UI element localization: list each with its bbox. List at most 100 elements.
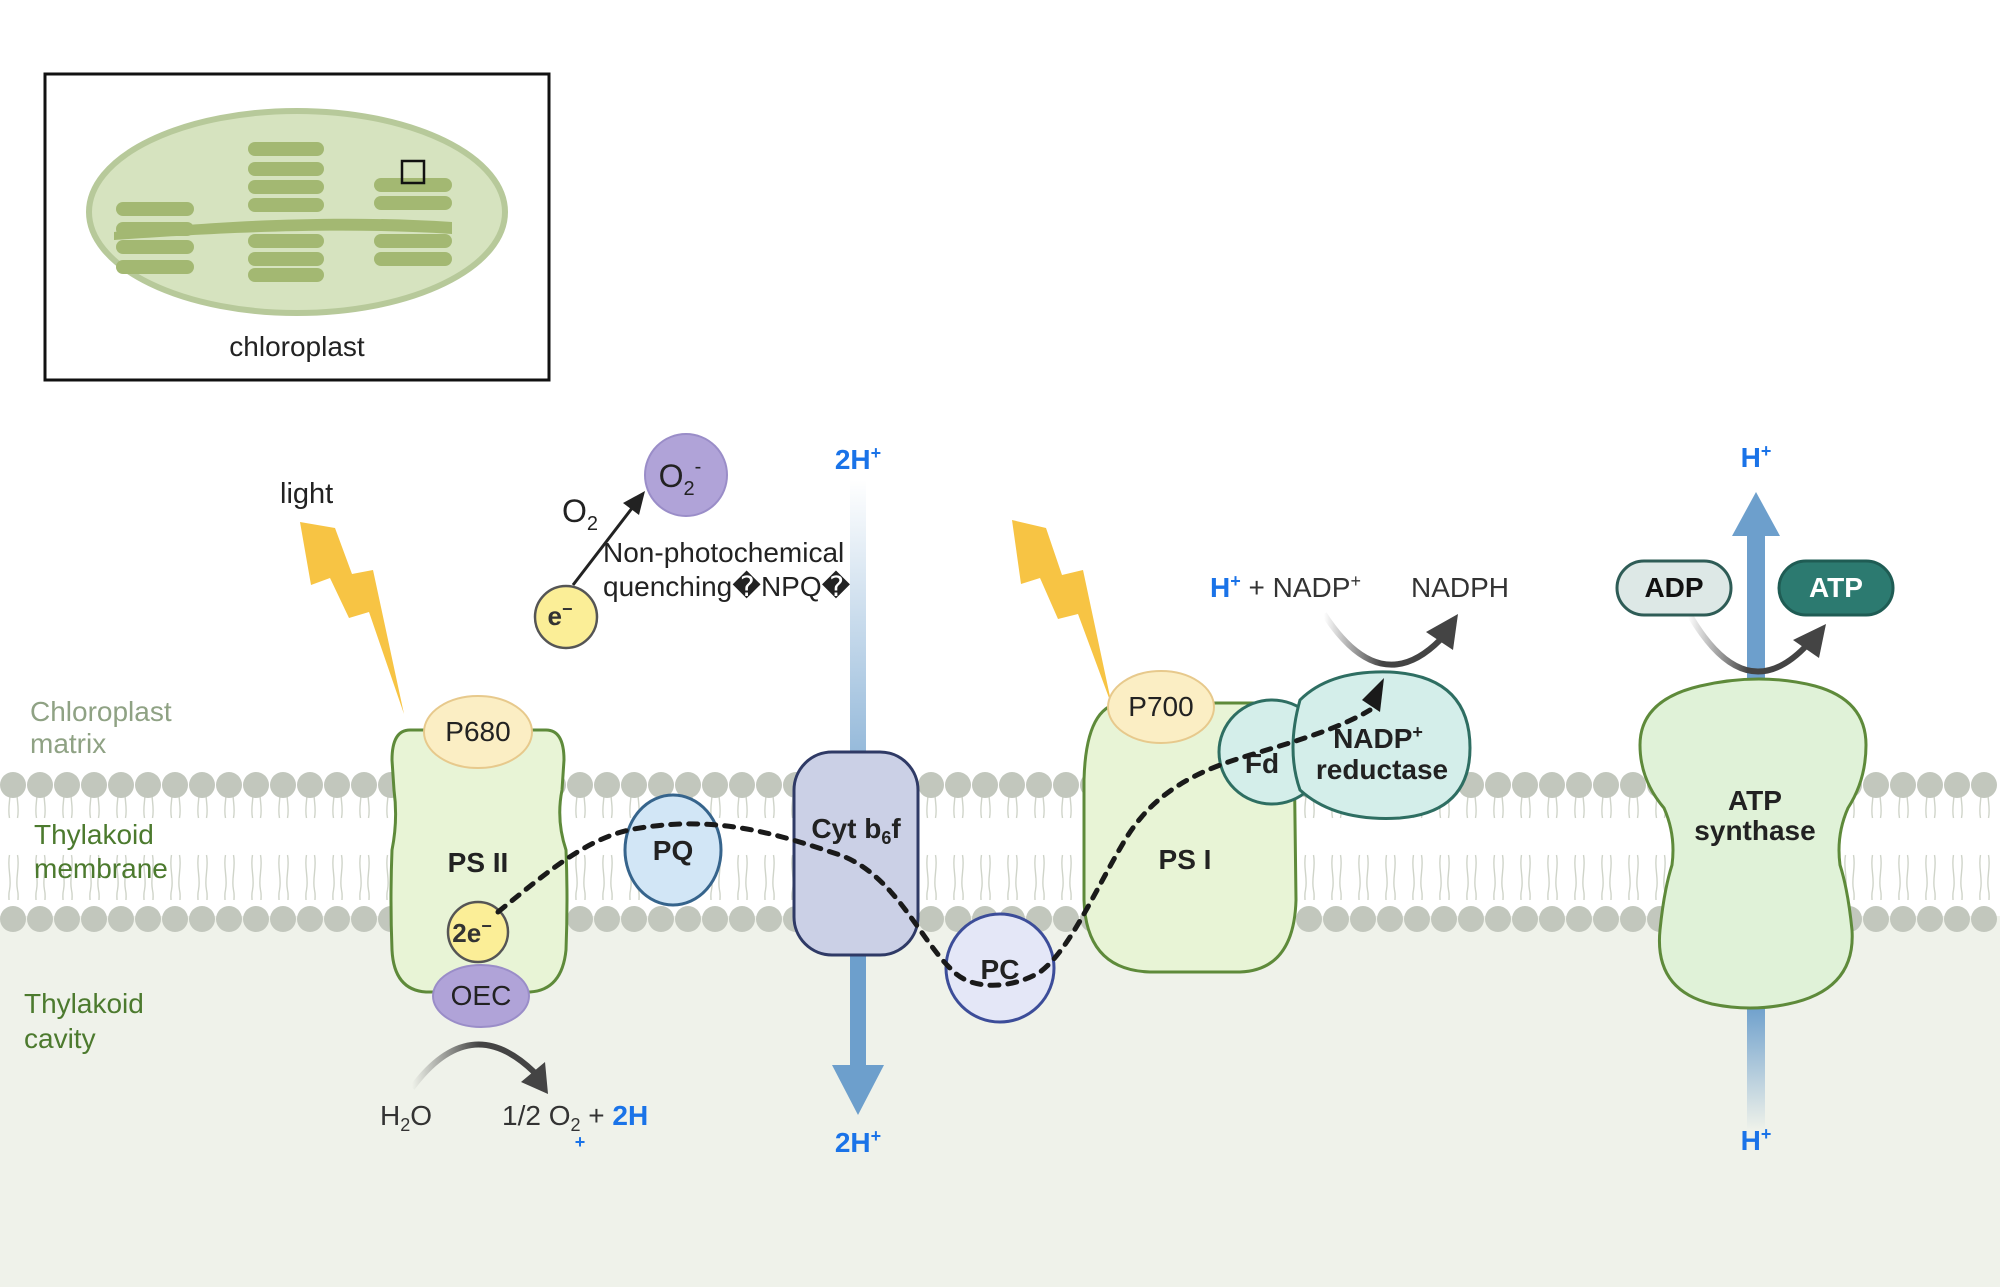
lipid-head	[1944, 906, 1970, 932]
water-label: H2O	[380, 1100, 432, 1135]
lipid-head	[1026, 772, 1052, 798]
arrowhead-icon	[1362, 678, 1384, 712]
arrowhead-icon	[623, 491, 645, 515]
npq-electron-label: e−	[548, 599, 573, 631]
p680-label: P680	[445, 716, 510, 747]
cyt-proton-top: 2H+	[835, 443, 881, 475]
lipid-head	[756, 906, 782, 932]
ps2-label: PS II	[448, 847, 509, 878]
atp-synthase-body	[1638, 677, 1868, 1010]
lipid-head	[1890, 772, 1916, 798]
lipid-head	[1296, 906, 1322, 932]
lipid-head	[729, 772, 755, 798]
lipid-head	[1620, 772, 1646, 798]
lipid-head	[1890, 906, 1916, 932]
lipid-head	[270, 906, 296, 932]
lipid-head	[108, 906, 134, 932]
superoxide-label: O2-	[659, 456, 702, 500]
plastocyanin: PC	[944, 912, 1056, 1024]
nadph-reaction: H+ + NADP+ NADPH	[1210, 571, 1509, 668]
lipid-head	[945, 772, 971, 798]
lipid-head	[675, 772, 701, 798]
lipid-head	[756, 772, 782, 798]
region-labels: Chloroplast matrix Thylakoid membrane Th…	[24, 696, 172, 1054]
fnr-label-line2: reductase	[1316, 754, 1448, 785]
cyt-body	[792, 750, 920, 957]
arrowhead-icon	[1793, 624, 1826, 658]
lipid-head	[243, 906, 269, 932]
pq-label: PQ	[653, 835, 693, 866]
arrowhead-icon	[1426, 614, 1458, 650]
light-label: light	[280, 478, 333, 510]
fnr-label-line1: NADP+	[1333, 722, 1423, 754]
o2-label: O2	[562, 493, 598, 535]
lipid-head	[27, 906, 53, 932]
lipid-head	[621, 906, 647, 932]
lipid-head	[270, 772, 296, 798]
lipid-head	[81, 906, 107, 932]
lipid-head	[1485, 906, 1511, 932]
lipid-head	[108, 772, 134, 798]
cavity-label-line2: cavity	[24, 1023, 96, 1054]
lipid-head	[1404, 906, 1430, 932]
lipid-head	[1593, 772, 1619, 798]
atp-synthase: ATP synthase H+ H+ ADP ATP	[1615, 441, 1895, 1156]
lipid-head	[1539, 906, 1565, 932]
nadph-product: NADPH	[1411, 572, 1509, 603]
cavity-label-line1: Thylakoid	[24, 988, 144, 1019]
lipid-head	[648, 906, 674, 932]
atp-synthase-proton-arrow	[1732, 492, 1780, 1130]
lipid-head	[1566, 906, 1592, 932]
lipid-head	[27, 772, 53, 798]
lipid-head	[972, 772, 998, 798]
lipid-head	[54, 906, 80, 932]
lipid-head	[1053, 772, 1079, 798]
lipid-head	[1458, 906, 1484, 932]
membrane-label-line2: membrane	[34, 853, 168, 884]
lipid-head	[1350, 906, 1376, 932]
electron-transport-path	[495, 707, 1373, 988]
npq-label-line1: Non-photochemical	[603, 537, 844, 568]
lipid-head	[216, 772, 242, 798]
lipid-head	[999, 772, 1025, 798]
lipid-head	[1431, 906, 1457, 932]
lipid-head	[594, 906, 620, 932]
lipid-head	[1917, 906, 1943, 932]
cytochrome-b6f: Cyt b6f 2H+ 2H+	[792, 443, 920, 1158]
lipid-head	[54, 772, 80, 798]
zoom-marker	[400, 159, 426, 185]
cyt-label: Cyt b6f	[811, 813, 901, 848]
lipid-head	[1323, 906, 1349, 932]
lipid-head	[918, 772, 944, 798]
water-arc-arrow	[409, 1041, 537, 1090]
lipid-head	[1377, 906, 1403, 932]
adp-label: ADP	[1644, 572, 1703, 603]
lipid-head	[1485, 772, 1511, 798]
p700-badge	[1107, 670, 1215, 744]
non-photochemical-quenching: e− O2 O2- Non-photochemical quenching�NP…	[533, 433, 851, 650]
lipid-head	[135, 772, 161, 798]
lipid-head	[351, 906, 377, 932]
lipid-head	[1863, 772, 1889, 798]
nadp-reactants: H+ + NADP+	[1210, 571, 1361, 603]
lipid-head	[1053, 906, 1079, 932]
lipid-head	[216, 906, 242, 932]
inset-label: chloroplast	[229, 331, 365, 362]
oec-badge	[432, 964, 530, 1028]
npq-label-line2: quenching�NPQ�	[603, 570, 851, 602]
lipid-head	[0, 772, 26, 798]
lipid-head	[297, 772, 323, 798]
atp-proton-bottom: H+	[1741, 1124, 1772, 1156]
lipid-head	[594, 772, 620, 798]
ps2-body	[389, 728, 569, 994]
lipid-head	[1620, 906, 1646, 932]
grana-stacks	[114, 142, 452, 282]
lipid-head	[297, 906, 323, 932]
lipid-head	[567, 906, 593, 932]
arrowhead-icon	[521, 1062, 548, 1094]
atp-proton-top: H+	[1741, 441, 1772, 473]
p700-label: P700	[1128, 691, 1193, 722]
lipid-head	[1566, 772, 1592, 798]
pc-label: PC	[981, 954, 1020, 985]
